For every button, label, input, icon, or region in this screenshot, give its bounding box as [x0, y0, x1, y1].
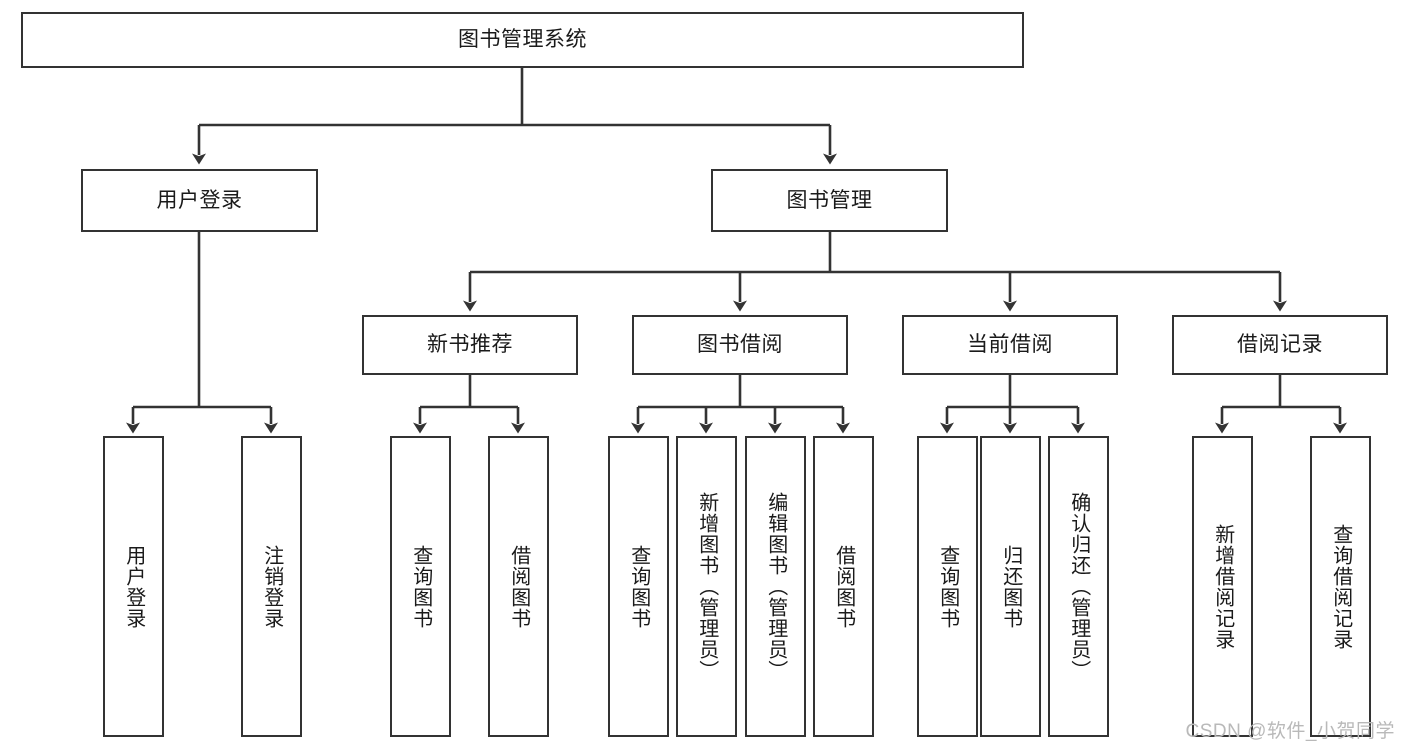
csdn-watermark: CSDN @软件_小贺同学	[1185, 721, 1395, 742]
node-leaf-current-query-book[interactable]: 查询图书	[917, 436, 978, 737]
node-book-borrow[interactable]: 图书借阅	[632, 315, 848, 375]
node-label: 查询借阅记录	[1329, 523, 1352, 650]
node-label: 确认归还（管理员）	[1067, 492, 1090, 681]
node-leaf-logout[interactable]: 注销登录	[241, 436, 302, 737]
node-leaf-edit-book-admin[interactable]: 编辑图书（管理员）	[745, 436, 806, 737]
node-label: 新书推荐	[427, 333, 513, 357]
node-leaf-confirm-return-admin[interactable]: 确认归还（管理员）	[1048, 436, 1109, 737]
node-new-book-recommend[interactable]: 新书推荐	[362, 315, 578, 375]
node-label: 查询图书	[627, 544, 650, 629]
node-label: 新增图书（管理员）	[695, 492, 718, 681]
node-label: 借阅图书	[507, 544, 530, 629]
node-leaf-add-book-admin[interactable]: 新增图书（管理员）	[676, 436, 737, 737]
node-leaf-user-login[interactable]: 用户登录	[103, 436, 164, 737]
node-label: 用户登录	[156, 188, 243, 212]
node-label: 注销登录	[260, 544, 283, 629]
node-label: 借阅图书	[832, 544, 855, 629]
node-label: 新增借阅记录	[1211, 523, 1234, 650]
node-label: 图书管理	[786, 188, 873, 212]
node-borrow-record[interactable]: 借阅记录	[1172, 315, 1388, 375]
node-user-login[interactable]: 用户登录	[81, 169, 318, 232]
node-label: 借阅记录	[1237, 333, 1323, 357]
node-leaf-borrow-query-book[interactable]: 查询图书	[608, 436, 669, 737]
node-label: 当前借阅	[967, 333, 1053, 357]
node-root-book-management-system[interactable]: 图书管理系统	[21, 12, 1024, 68]
node-leaf-add-borrow-record[interactable]: 新增借阅记录	[1192, 436, 1253, 737]
node-current-borrow[interactable]: 当前借阅	[902, 315, 1118, 375]
node-label: 用户登录	[122, 544, 145, 629]
node-label: 查询图书	[936, 544, 959, 629]
node-leaf-borrow-book[interactable]: 借阅图书	[813, 436, 874, 737]
node-label: 编辑图书（管理员）	[764, 492, 787, 681]
node-leaf-recommend-borrow-book[interactable]: 借阅图书	[488, 436, 549, 737]
node-leaf-return-book[interactable]: 归还图书	[980, 436, 1041, 737]
node-book-management[interactable]: 图书管理	[711, 169, 948, 232]
node-label: 图书管理系统	[458, 28, 587, 52]
node-label: 图书借阅	[697, 333, 783, 357]
node-label: 查询图书	[409, 544, 432, 629]
node-leaf-query-borrow-record[interactable]: 查询借阅记录	[1310, 436, 1371, 737]
node-leaf-recommend-query-book[interactable]: 查询图书	[390, 436, 451, 737]
node-label: 归还图书	[999, 544, 1022, 629]
